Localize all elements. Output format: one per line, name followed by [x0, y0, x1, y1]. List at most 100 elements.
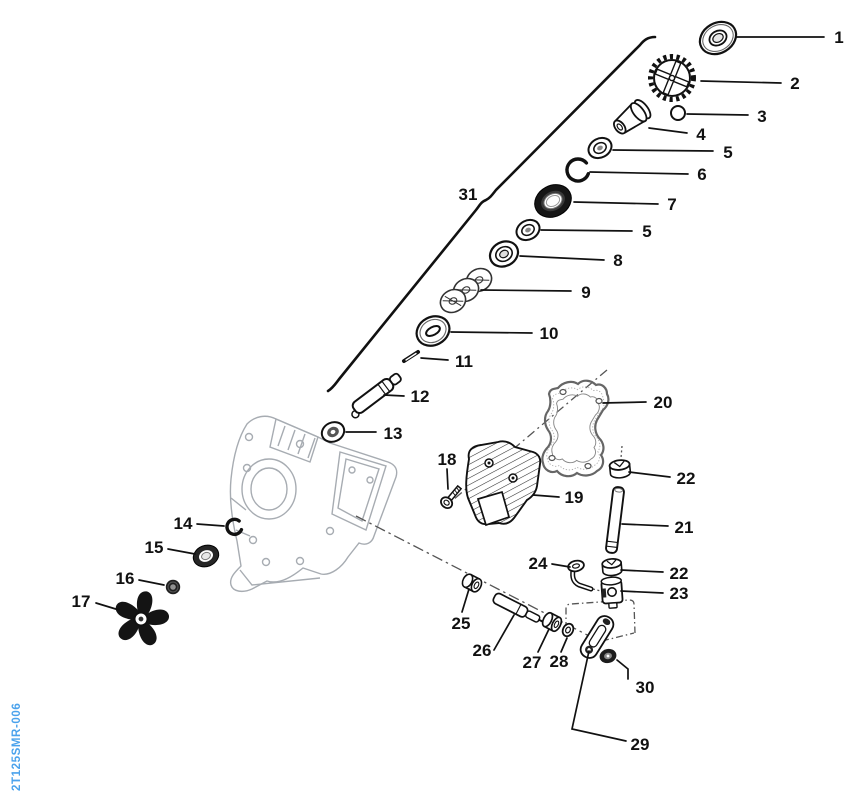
part-4-bushing [613, 99, 652, 135]
figure-side-code: 2T125SMR-006 [11, 703, 23, 791]
part-12-shaft [351, 372, 402, 419]
part-22-nut-lower [601, 558, 623, 577]
leader-c20 [602, 401, 647, 404]
leader-c22a [628, 471, 671, 478]
part-19-pump-cover [465, 440, 542, 527]
leader-c5a [612, 149, 714, 152]
part-30-nut [599, 648, 617, 664]
part-2-sprocket [648, 54, 696, 102]
leader-c3 [686, 113, 749, 116]
leader-c29 [570, 650, 627, 742]
leader-c25 [461, 588, 470, 613]
leader-c4 [648, 127, 688, 134]
leader-c6 [589, 171, 689, 175]
leader-c30 [616, 659, 629, 680]
leader-c24 [551, 563, 571, 568]
part-29-plate [579, 615, 615, 659]
leader-c22b [620, 569, 664, 573]
part-23-adjuster-block [600, 576, 624, 609]
part-25-spacer [461, 573, 483, 593]
part-27-sleeve [541, 611, 563, 633]
part-22-nut-upper [608, 459, 632, 479]
callout-20: 20 [654, 393, 673, 412]
leader-c15 [167, 548, 196, 555]
part-17-impeller [115, 591, 169, 646]
callout-18: 18 [438, 450, 457, 469]
callout-labels: 1 2 3 4 5 6 7 5 8 9 10 11 12 13 31 20 18… [72, 28, 844, 754]
part-9-disc-stack [439, 267, 493, 314]
part-15-seal [192, 544, 220, 568]
leader-lines [95, 36, 825, 742]
callout-15: 15 [145, 538, 164, 557]
callout-13: 13 [384, 424, 403, 443]
part-20-gasket [541, 379, 610, 478]
leader-c2 [700, 80, 782, 84]
part-3-oring [670, 105, 686, 121]
callout-8: 8 [613, 251, 622, 270]
leader-c19 [532, 494, 560, 498]
leader-c23 [620, 590, 664, 594]
part-13-bearing [320, 421, 346, 443]
part-6-circlip [565, 157, 591, 183]
part-5-washer-lower [515, 218, 541, 242]
leader-c26 [493, 614, 515, 651]
callout-28: 28 [550, 652, 569, 671]
leader-c8 [519, 255, 605, 261]
part-7-oil-seal [534, 184, 572, 218]
leader-c5b [540, 229, 633, 232]
leader-c16 [138, 579, 165, 586]
part-8-ring [488, 240, 520, 268]
callout-7: 7 [667, 195, 676, 214]
callout-14: 14 [174, 514, 193, 533]
leader-c28 [560, 637, 568, 653]
leader-c9 [480, 289, 572, 292]
callout-17: 17 [72, 592, 91, 611]
callout-5b: 5 [642, 222, 651, 241]
part-16-nut [165, 579, 181, 595]
leader-c12 [383, 394, 405, 397]
leader-c17 [95, 602, 120, 611]
callout-5a: 5 [723, 143, 732, 162]
callout-16: 16 [116, 569, 135, 588]
leader-c14 [196, 523, 225, 527]
callout-6: 6 [697, 165, 706, 184]
callout-24: 24 [529, 554, 548, 573]
callout-2: 2 [790, 74, 799, 93]
callout-9: 9 [581, 283, 590, 302]
leader-c27 [537, 628, 550, 653]
callout-26: 26 [473, 641, 492, 660]
part-18-bolt [440, 484, 463, 509]
leader-c11 [420, 357, 449, 361]
part-11-pin [402, 350, 420, 363]
callout-25: 25 [452, 614, 471, 633]
leader-c18 [446, 468, 449, 490]
mount-bracket-outline [565, 599, 636, 642]
part-28-ring [561, 622, 575, 638]
part-21-rod [605, 486, 625, 554]
dotted-stud-above-22 [620, 445, 623, 459]
callout-27: 27 [523, 653, 542, 672]
callout-4: 4 [696, 125, 706, 144]
callout-21: 21 [675, 518, 694, 537]
callout-10: 10 [540, 324, 559, 343]
callout-22a: 22 [677, 469, 696, 488]
callout-23: 23 [670, 584, 689, 603]
callout-11: 11 [455, 352, 473, 371]
assembly-axis-line-31 [326, 35, 657, 393]
callout-30: 30 [636, 678, 655, 697]
part-26-shaft [492, 592, 547, 625]
part-24-hook-lever [567, 559, 594, 592]
leader-c21 [621, 523, 669, 527]
callout-31: 31 [459, 185, 478, 204]
leader-c7 [573, 201, 659, 205]
callout-22b: 22 [670, 564, 689, 583]
part-1-seal-ring [698, 20, 738, 56]
callout-3: 3 [757, 107, 766, 126]
callout-29: 29 [631, 735, 650, 754]
engine-case-art [229, 415, 398, 593]
part-14-clip [225, 517, 244, 537]
part-10-cap [415, 315, 451, 347]
callout-12: 12 [411, 387, 430, 406]
callout-1: 1 [834, 28, 843, 47]
